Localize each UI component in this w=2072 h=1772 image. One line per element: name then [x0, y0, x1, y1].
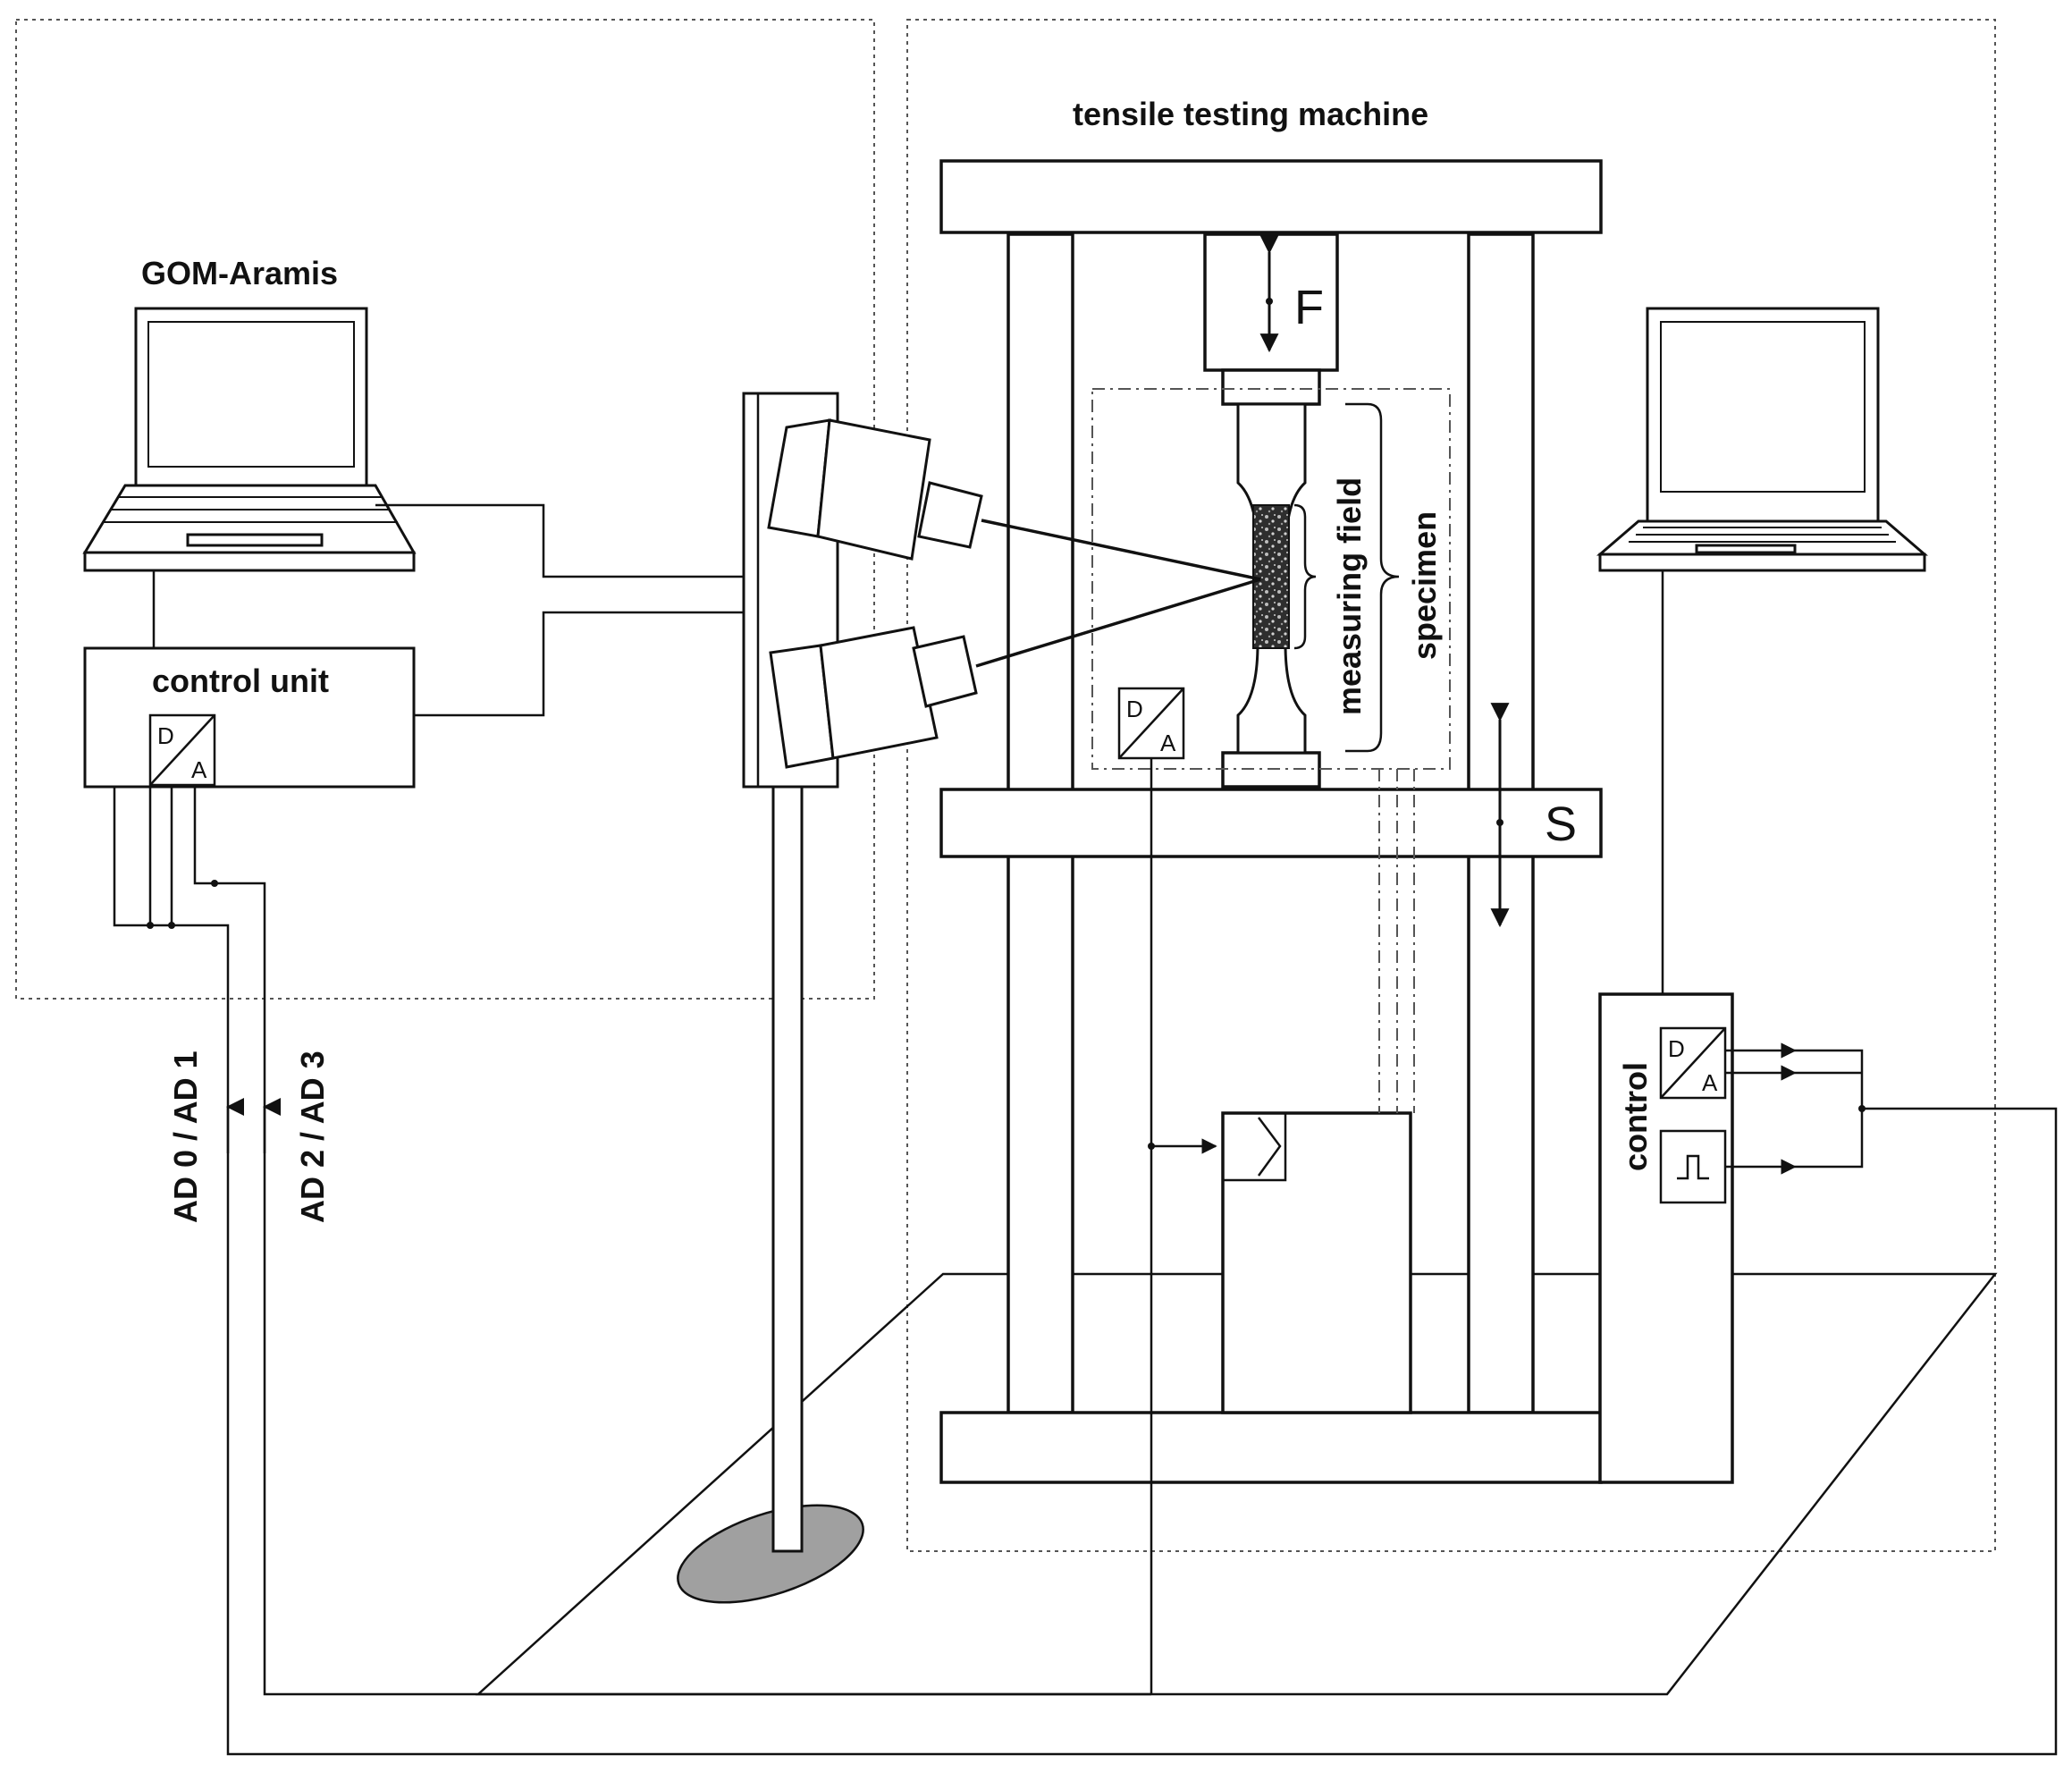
upper-sight-line	[981, 519, 1261, 581]
force-label: F	[1294, 281, 1324, 334]
control-unit-label: control unit	[152, 662, 329, 699]
cabinet-da-analog: A	[1702, 1069, 1718, 1096]
upper-grip	[1221, 368, 1321, 406]
top-crosshead	[939, 159, 1603, 234]
machine-base	[939, 1411, 1603, 1484]
junction-dot	[1858, 1105, 1866, 1112]
control-label: control	[1617, 1062, 1654, 1171]
junction-dot	[211, 880, 218, 887]
cabinet-da-converter: D A	[1659, 1026, 1727, 1100]
stand-pole	[771, 785, 804, 1553]
specimen-label: specimen	[1406, 511, 1443, 660]
control-unit-box	[83, 646, 416, 789]
machine-group-border	[906, 19, 1996, 1552]
control-unit-da-converter: D A	[148, 713, 216, 787]
ad01-label: AD 0 / AD 1	[167, 1051, 204, 1223]
upper-camera	[767, 418, 983, 561]
machine-da-converter: D A	[1117, 687, 1185, 760]
servo-input-symbol	[1223, 1111, 1287, 1182]
control-unit-da-analog: A	[191, 756, 207, 783]
control-unit-to-camera-wire	[414, 611, 746, 717]
aramis-laptop	[82, 307, 417, 572]
laptop-to-camera-wire	[375, 503, 746, 578]
tensile-machine-title: tensile testing machine	[1073, 96, 1428, 132]
aramis-group-border	[15, 19, 875, 1000]
measuring-field-label: measuring field	[1331, 477, 1368, 715]
junction-dot	[147, 922, 154, 929]
ad23-label: AD 2 / AD 3	[294, 1051, 331, 1223]
gom-aramis-label: GOM-Aramis	[141, 255, 338, 291]
force-arrow-center-dot	[1266, 298, 1273, 305]
measuring-field-brace	[1293, 503, 1317, 650]
stroke-label: S	[1545, 797, 1577, 851]
stand-base	[677, 1504, 864, 1604]
machine-da-analog: A	[1160, 730, 1176, 756]
specimen-brace	[1345, 402, 1400, 753]
servo-unit	[1221, 1111, 1412, 1414]
stroke-arrow-center-dot	[1496, 819, 1503, 826]
control-unit-da-digital: D	[157, 722, 174, 749]
machine-laptop	[1596, 307, 1929, 572]
measuring-field-box	[1091, 388, 1451, 770]
cabinet-da-digital: D	[1668, 1035, 1685, 1062]
cabinet-bus	[226, 1049, 2058, 1756]
machine-da-digital: D	[1126, 696, 1143, 722]
speckle-pattern	[1252, 504, 1290, 649]
lower-camera	[769, 626, 978, 769]
lower-sight-line	[975, 578, 1261, 668]
junction-dot	[168, 922, 175, 929]
tensile-machine	[939, 159, 1734, 1484]
cabinet-pulse-generator	[1659, 1129, 1727, 1204]
junction-dot	[1148, 1143, 1155, 1150]
ad-wire-d	[193, 787, 1151, 1696]
